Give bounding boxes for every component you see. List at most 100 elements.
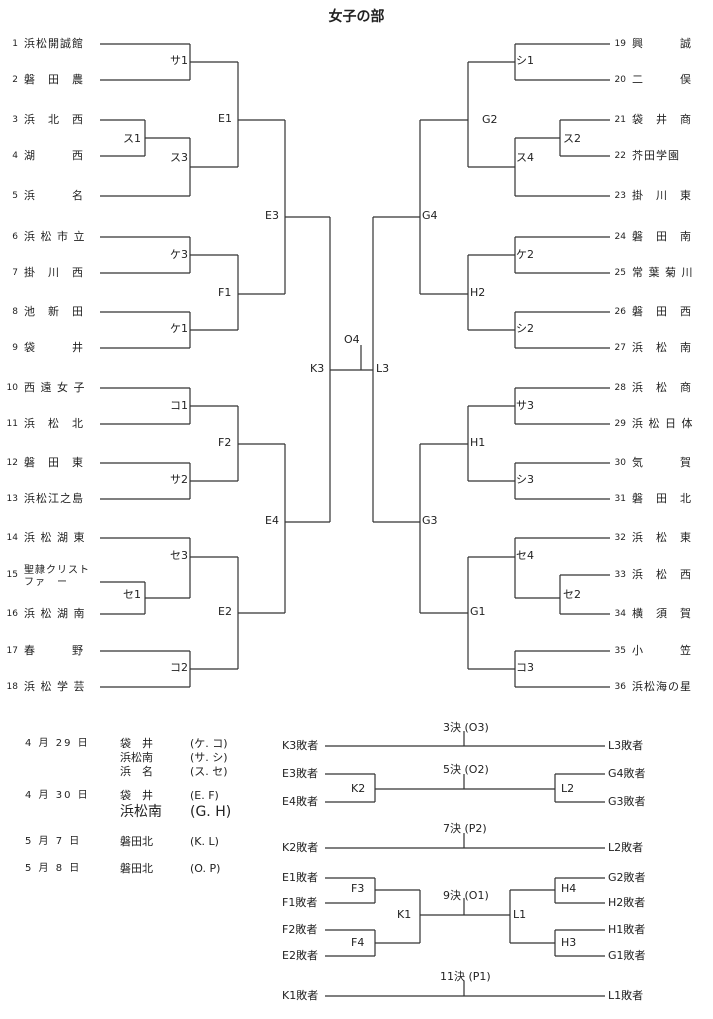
team-number: 20: [614, 75, 626, 85]
consol-node: L1: [513, 908, 527, 921]
consol-label: L2敗者: [608, 841, 644, 854]
schedule-venue: 浜松南: [120, 804, 162, 820]
match-label-su1: ス1: [123, 132, 141, 145]
team-number: 13: [6, 494, 18, 504]
schedule-venue: 袋 井: [120, 737, 153, 750]
consol-node: F4: [351, 936, 365, 949]
schedule-date: 5 月 7 日: [25, 836, 82, 847]
match-label-g3: G3: [422, 514, 438, 527]
consol-label: G4敗者: [608, 767, 646, 780]
team-number: 15: [6, 570, 18, 580]
consol-5th-title: 5決 (O2): [443, 763, 489, 776]
consol-label: E2敗者: [282, 949, 318, 962]
team-number: 32: [614, 533, 626, 543]
team-name: 浜 松 南: [632, 341, 692, 354]
team-name: 浜 松 北: [24, 417, 84, 430]
consol-11th-title: 11決 (P1): [440, 970, 491, 983]
team-number: 21: [614, 115, 626, 125]
team-name: 二 俣: [632, 73, 692, 86]
match-label-ke3: ケ3: [170, 248, 188, 261]
team-number: 8: [12, 307, 18, 317]
team-number: 27: [614, 343, 626, 353]
team-name: 浜 名: [24, 189, 84, 202]
team-number: 30: [614, 458, 626, 468]
team-name: 西 遠 女 子: [24, 381, 86, 394]
team-number: 4: [12, 151, 18, 161]
team-name: 小 笠: [632, 644, 692, 657]
match-label-o4: O4: [344, 333, 360, 346]
team-number: 18: [6, 682, 18, 692]
match-label-sa2: サ2: [170, 473, 188, 486]
match-label-su4: ス4: [516, 151, 534, 164]
team-name: 袋 井: [24, 341, 84, 354]
team-name: 磐 田 南: [632, 230, 692, 243]
match-label-e4: E4: [265, 514, 279, 527]
consol-node: K2: [351, 782, 366, 795]
consol-node: K1: [397, 908, 412, 921]
consol-label: E1敗者: [282, 871, 318, 884]
team-name: 浜 松 日 体: [632, 417, 694, 430]
match-label-ko2: コ2: [170, 661, 188, 674]
match-label-ko1: コ1: [170, 399, 188, 412]
schedule-date: 4 月 30 日: [25, 790, 90, 801]
match-label-k3: K3: [310, 362, 325, 375]
match-label-ke2: ケ2: [516, 248, 534, 261]
match-label-e2: E2: [218, 605, 232, 618]
match-label-h1: H1: [470, 436, 486, 449]
team-name: 浜松海の星: [632, 680, 692, 693]
team-number: 28: [614, 383, 626, 393]
consol-label: F1敗者: [282, 896, 318, 909]
team-number: 7: [12, 268, 18, 278]
team-name: 浜 松 学 芸: [24, 680, 86, 693]
consol-node: L2: [561, 782, 575, 795]
team-number: 10: [6, 383, 18, 393]
consol-label: E3敗者: [282, 767, 318, 780]
team-name: 芥田学園: [632, 149, 680, 162]
team-name: 池 新 田: [24, 305, 84, 318]
consol-label: E4敗者: [282, 795, 318, 808]
team-number: 3: [12, 115, 18, 125]
match-label-g4: G4: [422, 209, 438, 222]
match-label-shi2: シ2: [516, 322, 534, 335]
team-name: 浜 松 湖 東: [24, 531, 86, 544]
tournament-bracket: [100, 43, 610, 688]
match-label-su2: ス2: [563, 132, 581, 145]
schedule-match: (サ. シ): [190, 751, 228, 764]
consol-label: G3敗者: [608, 795, 646, 808]
team-name: 袋 井 商: [632, 113, 692, 126]
team-number: 14: [6, 533, 18, 543]
match-label-shi3: シ3: [516, 473, 534, 486]
schedule-match: (ス. セ): [190, 765, 228, 778]
schedule-venue: 袋 井: [120, 789, 153, 802]
team-number: 26: [614, 307, 626, 317]
consol-label: G1敗者: [608, 949, 646, 962]
team-number: 16: [6, 609, 18, 619]
team-name: 気 賀: [632, 456, 692, 469]
team-name: 浜 松 西: [632, 568, 692, 581]
team-number: 29: [614, 419, 626, 429]
consol-node: H4: [561, 882, 577, 895]
team-name: 浜 松 東: [632, 531, 692, 544]
schedule-venue: 磐田北: [120, 862, 153, 875]
team-number: 36: [614, 682, 626, 692]
team-number: 11: [6, 419, 18, 429]
consol-label: F2敗者: [282, 923, 318, 936]
match-label-ko3: コ3: [516, 661, 534, 674]
consol-label: K1敗者: [282, 989, 319, 1002]
consol-7th-title: 7決 (P2): [443, 822, 487, 835]
consol-label: H2敗者: [608, 896, 646, 909]
team-name: 浜 松 湖 南: [24, 607, 86, 620]
match-label-f2: F2: [218, 436, 232, 449]
match-label-e1: E1: [218, 112, 232, 125]
team-name: 磐 田 西: [632, 305, 692, 318]
schedule-match: (O. P): [190, 862, 221, 875]
team-name: 磐 田 東: [24, 456, 84, 469]
team-number: 35: [614, 646, 626, 656]
match-label-se1: セ1: [123, 588, 141, 601]
match-label-se2: セ2: [563, 588, 581, 601]
match-label-l3: L3: [376, 362, 390, 375]
schedule-venue: 磐田北: [120, 835, 153, 848]
schedule-match: (E. F): [190, 789, 219, 802]
match-label-su3: ス3: [170, 151, 188, 164]
